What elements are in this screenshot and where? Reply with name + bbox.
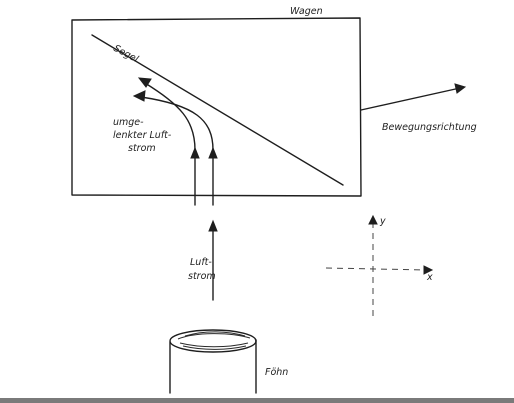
movement-direction-arrowhead: [454, 83, 467, 94]
segel-label: Segel: [112, 43, 141, 65]
y-axis-arrowhead: [368, 214, 378, 225]
segel-line: [91, 34, 344, 186]
umgelenkt-label-line3: strom: [128, 143, 156, 154]
movement-direction-arrow: [360, 87, 461, 111]
wagen-label: Wagen: [290, 6, 323, 17]
airflow-arrowhead-right: [208, 146, 218, 159]
bewegungsrichtung-label: Bewegungsrichtung: [382, 122, 477, 133]
foehn-label: Föhn: [265, 367, 288, 378]
foehn-nozzle-scribble: [177, 331, 251, 350]
deflected-airflow-arrowhead-2: [132, 90, 146, 102]
foehn-body: [169, 339, 257, 394]
x-axis-label: x: [426, 272, 433, 283]
airflow-arrowhead-left: [190, 146, 200, 159]
incoming-airflow-arrowhead: [208, 219, 218, 232]
umgelenkt-label-line1: umge-: [113, 117, 144, 128]
x-axis-arrowhead: [423, 265, 434, 275]
x-axis: [325, 267, 429, 271]
luftstrom-label-line2: strom: [188, 271, 216, 282]
umgelenkt-label-line2: lenkter Luft-: [113, 130, 172, 141]
foehn-nozzle: [169, 329, 257, 353]
y-axis-label: y: [379, 216, 386, 227]
scan-edge: [0, 398, 514, 403]
luftstrom-label-line1: Luft-: [190, 257, 212, 268]
deflected-airflow-arrowhead-1: [137, 77, 152, 88]
wagen-rectangle: [71, 17, 362, 197]
